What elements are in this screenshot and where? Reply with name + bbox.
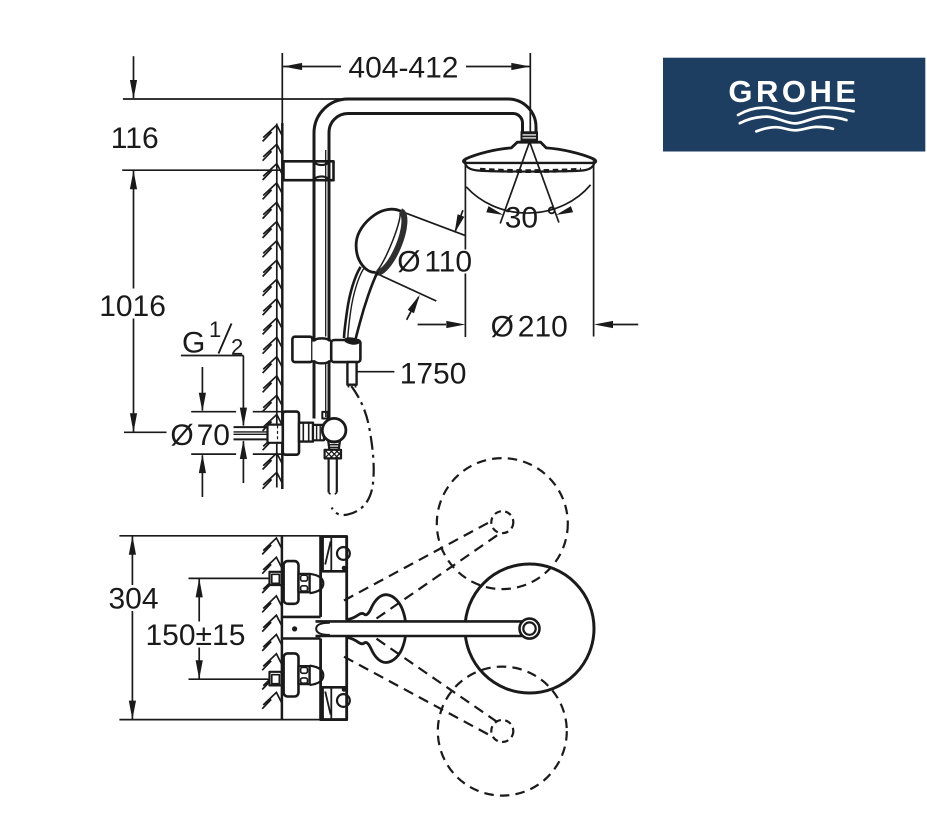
- svg-text:110: 110: [424, 245, 472, 278]
- svg-text:150±15: 150±15: [146, 619, 246, 652]
- svg-text:1750: 1750: [400, 358, 467, 391]
- svg-text:304: 304: [109, 583, 159, 616]
- svg-text:Ø: Ø: [170, 419, 193, 452]
- svg-text:Ø: Ø: [397, 245, 420, 278]
- svg-text:G: G: [182, 327, 205, 360]
- svg-text:1016: 1016: [99, 290, 166, 323]
- svg-text:Ø: Ø: [491, 310, 514, 343]
- svg-text:2: 2: [231, 335, 243, 360]
- svg-text:30: 30: [505, 202, 538, 235]
- svg-text:GROHE: GROHE: [728, 74, 859, 109]
- svg-text:404-412: 404-412: [348, 52, 458, 85]
- svg-text:210: 210: [518, 310, 568, 343]
- svg-text:1: 1: [209, 317, 221, 342]
- svg-text:70: 70: [197, 419, 230, 452]
- svg-text:116: 116: [111, 122, 159, 155]
